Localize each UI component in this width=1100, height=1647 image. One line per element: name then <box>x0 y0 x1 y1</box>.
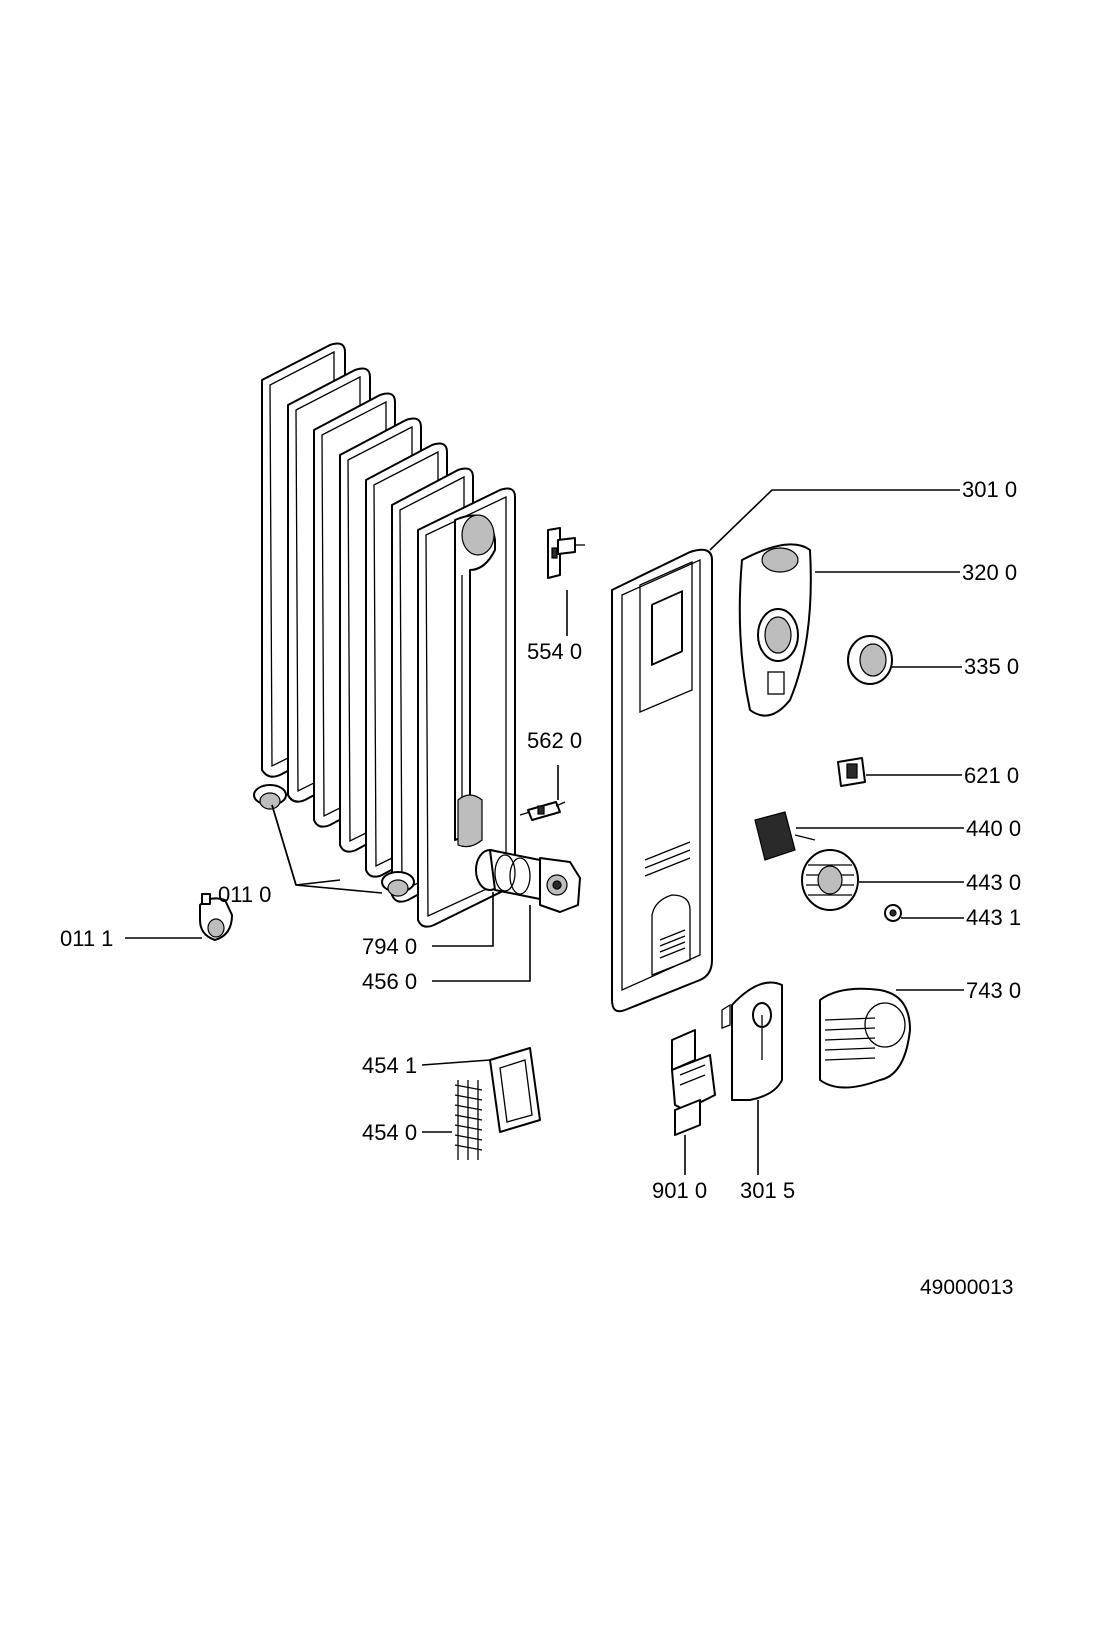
label-443-1: 443 1 <box>966 905 1021 930</box>
label-901-0: 901 0 <box>652 1178 707 1203</box>
castor-wheels <box>253 784 415 897</box>
label-301-0: 301 0 <box>962 477 1017 502</box>
small-panel <box>721 981 783 1101</box>
label-301-5: 301 5 <box>740 1178 795 1203</box>
label-011-1: 011 1 <box>60 926 113 951</box>
mounting-bracket <box>671 1029 716 1136</box>
control-knob <box>847 635 893 685</box>
label-456-0: 456 0 <box>362 969 417 994</box>
label-621-0: 621 0 <box>964 763 1019 788</box>
thermostat <box>754 811 816 861</box>
front-cover <box>738 543 812 717</box>
radiator-body <box>261 342 516 928</box>
label-794-0: 794 0 <box>362 934 417 959</box>
heating-element <box>475 849 581 913</box>
label-011-0: 011 0 <box>218 882 271 907</box>
thermostat-bracket <box>547 527 585 579</box>
control-panel <box>611 548 713 1013</box>
label-443-0: 443 0 <box>966 870 1021 895</box>
small-castor <box>199 893 233 941</box>
ridged-knob <box>801 849 859 911</box>
terminal-box <box>489 1047 541 1133</box>
label-440-0: 440 0 <box>966 816 1021 841</box>
spring-element <box>454 1080 483 1160</box>
label-743-0: 743 0 <box>966 978 1021 1003</box>
thermal-fuse <box>519 801 566 821</box>
side-cover <box>819 987 911 1089</box>
document-number: 49000013 <box>920 1276 1013 1299</box>
label-454-1: 454 1 <box>362 1053 417 1078</box>
rocker-switch <box>837 757 866 787</box>
leader-lines <box>125 489 964 1175</box>
label-554-0: 554 0 <box>527 639 582 664</box>
label-320-0: 320 0 <box>962 560 1017 585</box>
label-454-0: 454 0 <box>362 1120 417 1145</box>
label-335-0: 335 0 <box>964 654 1019 679</box>
small-nut <box>884 904 902 922</box>
label-562-0: 562 0 <box>527 728 582 753</box>
